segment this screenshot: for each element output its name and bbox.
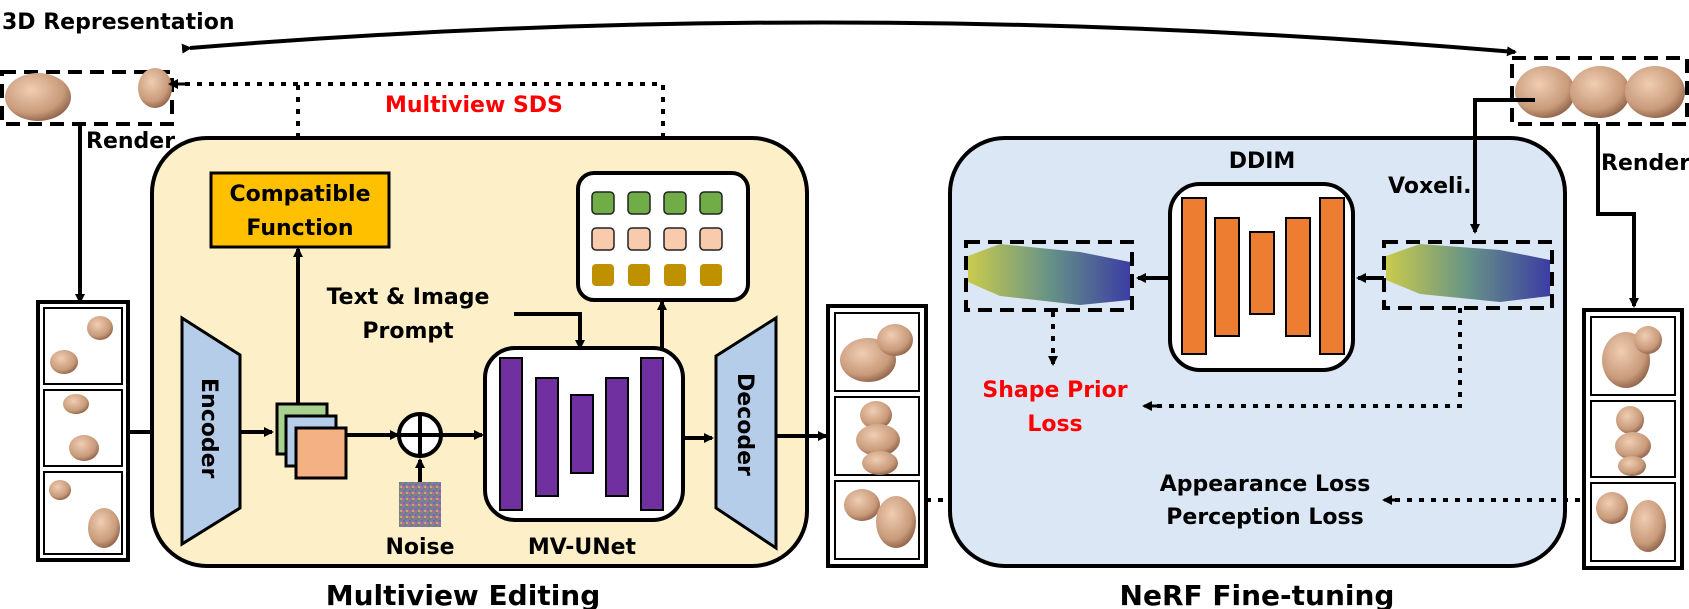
prompt-line2: Prompt [362, 319, 454, 344]
shape-prior-loss-line2: Loss [1027, 412, 1082, 437]
multiview-sds-label: Multiview SDS [385, 93, 563, 118]
encoder-block [180, 315, 242, 547]
appearance-loss-label: Appearance Loss [1160, 472, 1371, 497]
top-left-title: 3D Representation [2, 10, 234, 35]
encoder-label: Encoder [196, 378, 221, 479]
noise-icon [399, 482, 441, 527]
voxel-icon [964, 240, 1134, 312]
mv-unet-label: MV-UNet [528, 535, 637, 560]
input-views-column [36, 300, 130, 562]
edited-views-column [826, 304, 928, 568]
shape-prior-loss-line1: Shape Prior [982, 378, 1127, 403]
ddim-block [1168, 182, 1355, 372]
nerf-finetuning-title: NeRF Fine-tuning [1120, 579, 1395, 609]
render-left-label: Render [86, 129, 175, 154]
sds-dotted-arrow [178, 82, 665, 186]
latent-stack-icon [275, 402, 348, 480]
compatible-function-box [209, 171, 391, 249]
tooth-render-right-icon [1510, 56, 1689, 126]
rendered-views-column [1582, 308, 1684, 570]
perception-loss-label: Perception Loss [1166, 505, 1363, 530]
voxel-input-icon [1382, 240, 1554, 310]
compatible-function-line1: Compatible [229, 182, 370, 207]
shape-prior-dotted-arrow [1150, 308, 1462, 408]
voxelize-arrow [1470, 98, 1535, 234]
decoder-label: Decoder [732, 373, 757, 476]
mv-unet-block [483, 346, 685, 522]
noise-label: Noise [385, 535, 454, 560]
voxeli-label: Voxeli. [1388, 174, 1472, 199]
plus-circle-icon [397, 412, 443, 458]
multiview-editing-title: Multiview Editing [326, 579, 601, 609]
compatible-function-line2: Function [246, 216, 353, 241]
render-right-label: Render [1601, 151, 1689, 176]
tooth-render-icon [0, 68, 174, 126]
multiview-grid [576, 171, 750, 302]
decoder-block [714, 315, 778, 551]
top-curve-arrow [181, 20, 1517, 57]
render-right-arrow [1596, 124, 1639, 308]
prompt-line1: Text & Image [327, 285, 490, 310]
ddim-label: DDIM [1229, 149, 1296, 174]
